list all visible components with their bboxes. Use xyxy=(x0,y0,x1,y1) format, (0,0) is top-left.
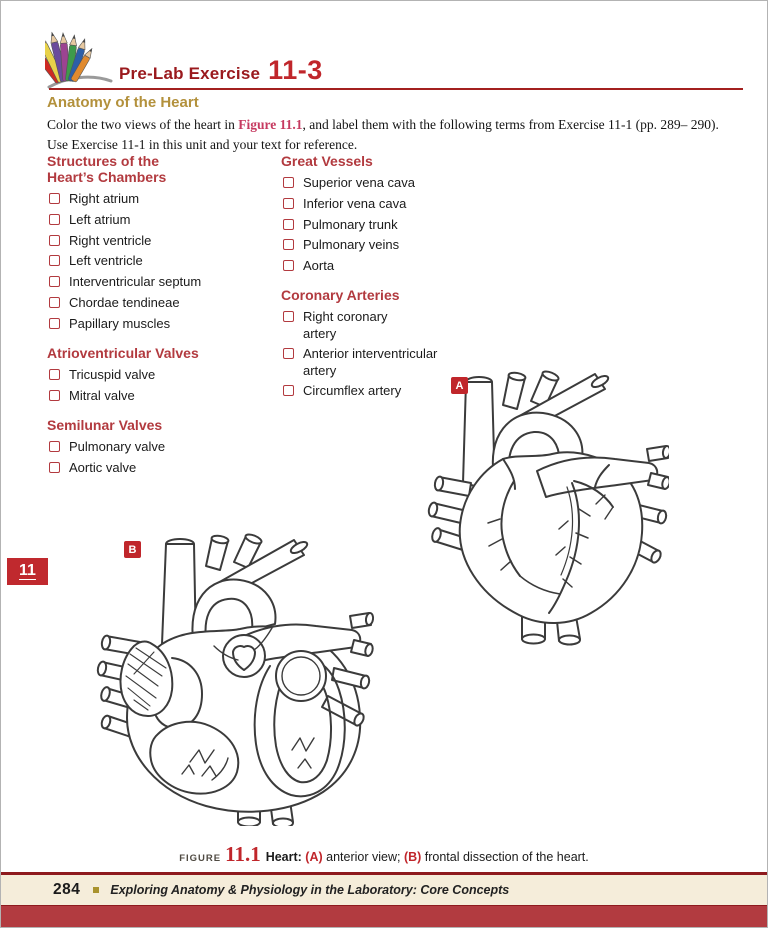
section-heading: Coronary Arteries xyxy=(281,287,400,304)
exercise-title: Pre-Lab Exercise xyxy=(119,64,261,83)
intro-line-2: Use Exercise 11-1 in this unit and your … xyxy=(47,136,358,152)
list-item: Left ventricle xyxy=(47,253,267,269)
section-subtitle: Anatomy of the Heart xyxy=(47,94,199,111)
checkbox[interactable] xyxy=(49,369,60,381)
heart-anterior-diagram xyxy=(427,370,669,646)
chapter-tab: 11 xyxy=(7,558,48,585)
section-heart-chambers: Structures of the Heart’s Chambers Right… xyxy=(47,153,267,332)
list-item: Anterior interventricular artery xyxy=(281,346,481,379)
figure-label-a: A xyxy=(451,377,468,394)
page-number: 284 xyxy=(53,881,81,898)
section-great-vessels: Great Vessels Superior vena cava Inferio… xyxy=(281,153,481,274)
checkbox[interactable] xyxy=(283,177,294,189)
list-item: Aortic valve xyxy=(47,460,267,476)
header-divider xyxy=(49,88,743,90)
list-item: Superior vena cava xyxy=(281,175,481,191)
checkbox[interactable] xyxy=(49,461,60,473)
list-item: Mitral valve xyxy=(47,388,267,404)
checkbox[interactable] xyxy=(283,385,294,397)
section-heading: Semilunar Valves xyxy=(47,417,163,434)
caption-figure-word: FIGURE xyxy=(179,853,222,864)
list-item: Aorta xyxy=(281,258,481,274)
list-item: Inferior vena cava xyxy=(281,196,481,212)
page-title: Pre-Lab Exercise 11-3 xyxy=(119,55,323,86)
exercise-number: 11-3 xyxy=(268,55,323,85)
checkbox[interactable] xyxy=(283,348,294,360)
checkbox[interactable] xyxy=(283,197,294,209)
checkbox[interactable] xyxy=(49,234,60,246)
list-item: Right ventricle xyxy=(47,233,267,249)
footer: 284 Exploring Anatomy & Physiology in th… xyxy=(1,875,767,905)
list-item: Pulmonary trunk xyxy=(281,217,481,233)
checkbox[interactable] xyxy=(49,276,60,288)
section-heading: Atrioventricular Valves xyxy=(47,344,199,361)
list-item: Tricuspid valve xyxy=(47,367,267,383)
list-item: Right coronary artery xyxy=(281,309,481,342)
checkbox[interactable] xyxy=(283,311,294,323)
list-item: Circumflex artery xyxy=(281,383,481,399)
list-item: Pulmonary valve xyxy=(47,439,267,455)
footer-divider xyxy=(1,872,767,875)
checkbox[interactable] xyxy=(49,255,60,267)
checklist-column-left: Structures of the Heart’s Chambers Right… xyxy=(47,153,267,489)
checkbox[interactable] xyxy=(283,239,294,251)
figure-reference-link: Figure 11.1 xyxy=(238,117,303,132)
checkbox[interactable] xyxy=(49,441,60,453)
list-item: Interventricular septum xyxy=(47,274,267,290)
checkbox[interactable] xyxy=(49,389,60,401)
intro-line-1: Color the two views of the heart in Figu… xyxy=(47,117,719,132)
list-item: Right atrium xyxy=(47,191,267,207)
chapter-number: 11 xyxy=(19,561,36,581)
section-atrioventricular-valves: Atrioventricular Valves Tricuspid valve … xyxy=(47,345,267,404)
book-title: Exploring Anatomy & Physiology in the La… xyxy=(110,883,510,897)
intro-paragraph: Color the two views of the heart in Figu… xyxy=(47,115,747,154)
list-item: Pulmonary veins xyxy=(281,237,481,253)
section-semilunar-valves: Semilunar Valves Pulmonary valve Aortic … xyxy=(47,417,267,476)
footer-red-bar xyxy=(1,905,767,927)
checkbox[interactable] xyxy=(49,213,60,225)
section-heading: Structures of the Heart’s Chambers xyxy=(47,153,167,186)
caption-figure-number: 11.1 xyxy=(225,842,261,866)
section-heading: Great Vessels xyxy=(281,153,373,169)
checkbox[interactable] xyxy=(283,218,294,230)
colored-pencils-icon xyxy=(45,31,113,89)
figure-label-b: B xyxy=(124,541,141,558)
footer-bullet-icon xyxy=(93,887,100,893)
list-item: Chordae tendineae xyxy=(47,295,267,311)
checkbox[interactable] xyxy=(49,317,60,329)
checkbox[interactable] xyxy=(49,193,60,205)
checkbox[interactable] xyxy=(283,260,294,272)
list-item: Papillary muscles xyxy=(47,316,267,332)
section-coronary-arteries: Coronary Arteries Right coronary artery … xyxy=(281,287,481,399)
list-item: Left atrium xyxy=(47,212,267,228)
checkbox[interactable] xyxy=(49,296,60,308)
checklist-column-right: Great Vessels Superior vena cava Inferio… xyxy=(281,153,481,413)
heart-dissection-diagram xyxy=(96,533,375,826)
